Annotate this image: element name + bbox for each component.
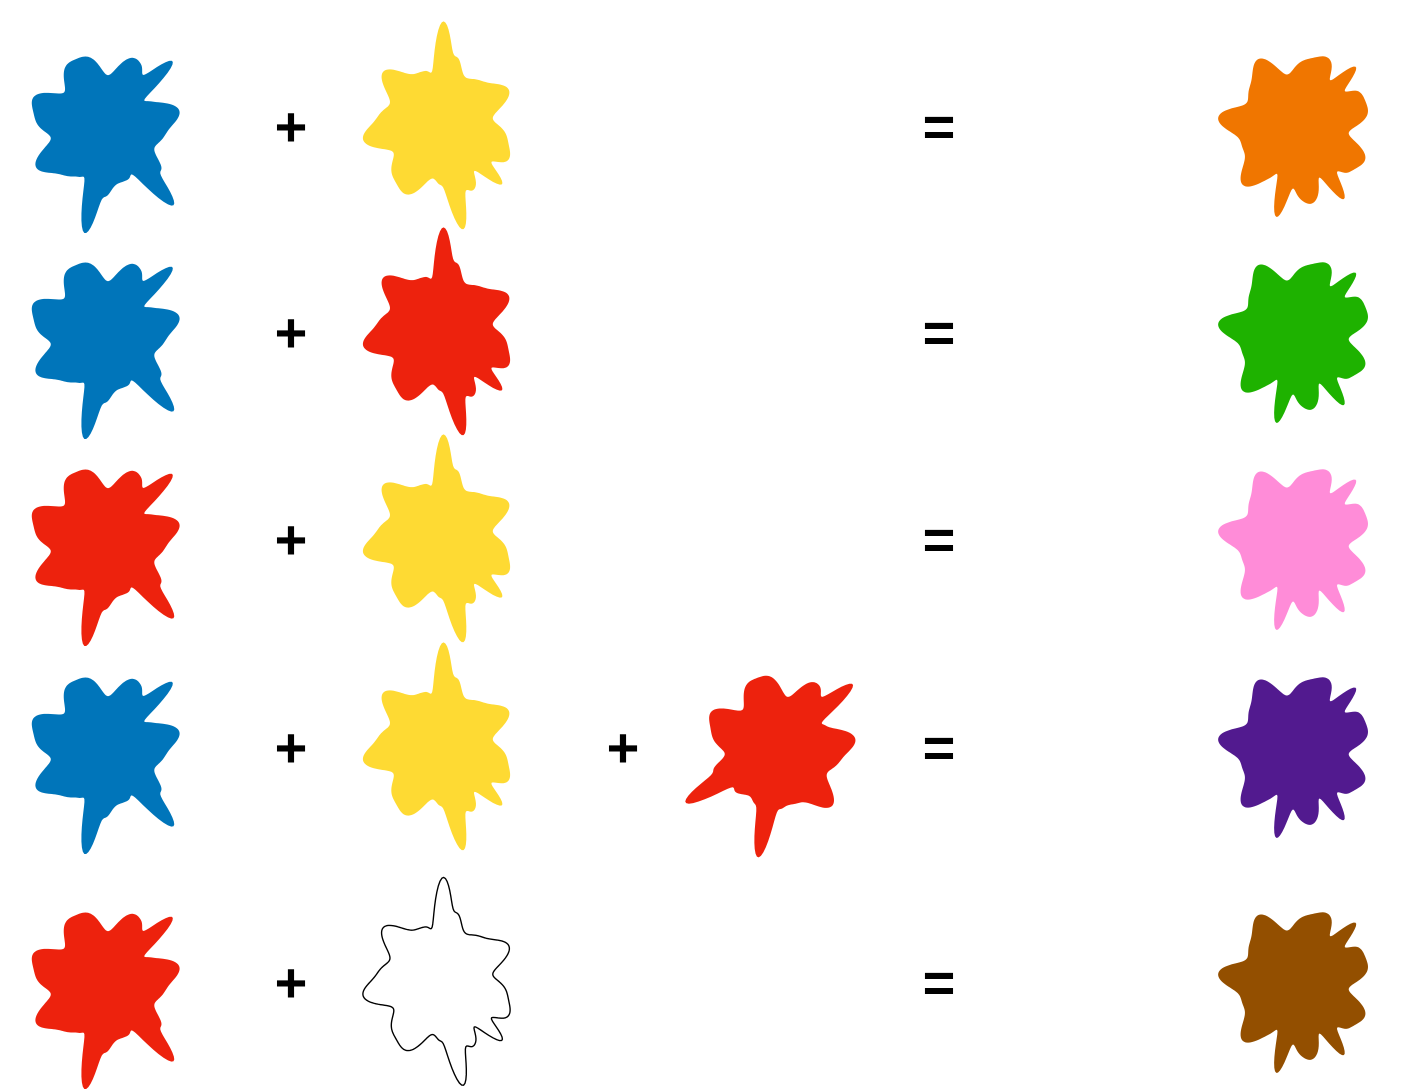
plus-sign: + — [274, 951, 308, 1014]
result-splat-orange — [1191, 21, 1403, 233]
input-splat-red — [672, 642, 884, 858]
blue-paint-splat-icon — [31, 677, 180, 855]
equation-row-red-plus-white-equals-brown: += — [0, 860, 1408, 1089]
result-splat-pink-shape — [1218, 469, 1368, 630]
equals-sign: = — [922, 716, 956, 779]
input-splat-white — [334, 876, 546, 1089]
red-paint-splat-icon — [685, 675, 856, 858]
yellow-paint-splat-icon — [362, 21, 511, 230]
input-splat-red-shape — [31, 469, 180, 647]
equals-sign: = — [922, 301, 956, 364]
result-splat-orange-shape — [1218, 56, 1368, 217]
red-paint-splat-icon — [31, 912, 180, 1089]
equals-sign: = — [922, 951, 956, 1014]
input-splat-blue — [0, 227, 209, 440]
input-splat-red — [0, 434, 209, 647]
equation-row-red-plus-yellow-equals-pink: += — [0, 430, 1408, 647]
result-splat-green — [1191, 227, 1403, 439]
equation-row-blue-plus-yellow-equals-orange: += — [0, 0, 1408, 234]
input-splat-blue-shape — [31, 677, 180, 855]
blue-paint-splat-icon — [31, 262, 180, 440]
plus-sign: + — [274, 95, 308, 158]
input-splat-yellow — [334, 434, 546, 646]
result-splat-brown — [1191, 877, 1403, 1089]
input-splat-blue-shape — [31, 56, 180, 234]
result-splat-brown-shape — [1218, 912, 1368, 1073]
result-splat-purple — [1191, 642, 1403, 854]
purple-paint-splat-icon — [1218, 677, 1368, 838]
red-paint-splat-icon — [362, 227, 511, 436]
equation-row-blue-plus-red-equals-green: += — [0, 225, 1408, 440]
result-splat-pink — [1191, 434, 1403, 646]
input-splat-yellow-shape — [362, 434, 511, 643]
input-splat-red-shape — [685, 675, 856, 858]
result-splat-purple-shape — [1218, 677, 1368, 838]
plus-sign: + — [606, 716, 640, 779]
input-splat-red-shape — [362, 227, 511, 436]
input-splat-blue — [0, 21, 209, 234]
white-paint-splat-icon — [362, 876, 511, 1086]
brown-paint-splat-icon — [1218, 912, 1368, 1073]
equals-sign: = — [922, 508, 956, 571]
input-splat-blue-shape — [31, 262, 180, 440]
yellow-paint-splat-icon — [362, 434, 511, 643]
input-splat-yellow-shape — [362, 642, 511, 851]
blue-paint-splat-icon — [31, 56, 180, 234]
yellow-paint-splat-icon — [362, 642, 511, 851]
result-splat-green-shape — [1218, 262, 1368, 423]
plus-sign: + — [274, 301, 308, 364]
red-paint-splat-icon — [31, 469, 180, 647]
input-splat-red-shape — [31, 912, 180, 1089]
input-splat-white-shape — [362, 876, 511, 1086]
plus-sign: + — [274, 508, 308, 571]
input-splat-yellow — [334, 642, 546, 854]
pink-paint-splat-icon — [1218, 469, 1368, 630]
input-splat-blue — [0, 642, 209, 855]
input-splat-red — [0, 877, 209, 1089]
orange-paint-splat-icon — [1218, 56, 1368, 217]
equals-sign: = — [922, 95, 956, 158]
input-splat-yellow — [334, 21, 546, 233]
input-splat-red — [334, 227, 546, 439]
input-splat-yellow-shape — [362, 21, 511, 230]
plus-sign: + — [274, 716, 308, 779]
green-paint-splat-icon — [1218, 262, 1368, 423]
equation-row-blue-plus-yellow-plus-red-equals-purple: + + = — [0, 640, 1408, 860]
